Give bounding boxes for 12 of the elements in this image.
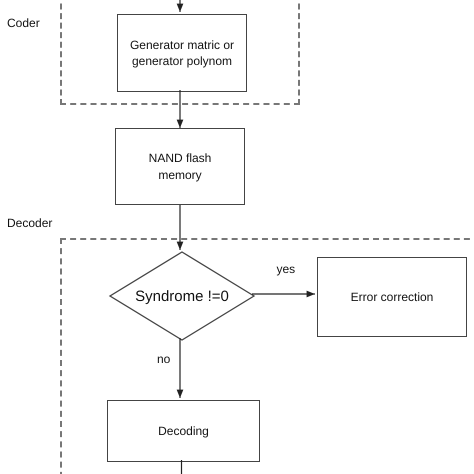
process-box: NAND flash memory bbox=[115, 128, 245, 205]
process-box: Error correction bbox=[317, 257, 467, 337]
arrow bbox=[176, 205, 184, 250]
arrow bbox=[252, 290, 315, 298]
group-title: Decoder bbox=[7, 216, 52, 230]
process-box: Generator matric or generator polynom bbox=[117, 14, 247, 92]
process-box: Decoding bbox=[107, 400, 260, 462]
arrow bbox=[176, 0, 184, 12]
arrow bbox=[176, 90, 184, 128]
group-title: Coder bbox=[7, 16, 40, 30]
arrow bbox=[176, 338, 184, 398]
decision-diamond: Syndrome !=0 bbox=[110, 252, 254, 340]
